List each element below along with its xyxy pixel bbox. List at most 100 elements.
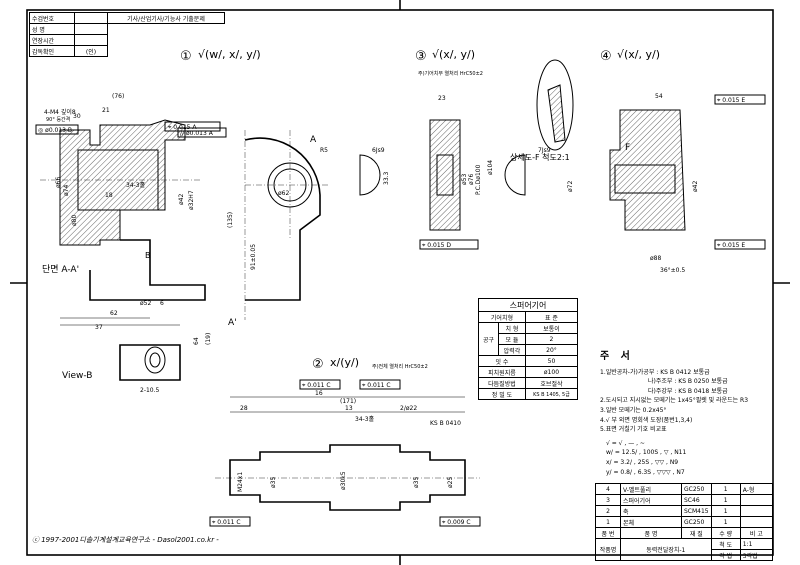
dim-label: ø42 [178, 194, 185, 205]
part4-pulley-view: ④ √(x/, y/) 7Js9 54 ø72 ø42 ø88 36°±0.5 … [504, 48, 766, 274]
dim-label: 23 [438, 95, 446, 102]
dim-label: 6 [160, 300, 164, 307]
part-no: 3 [595, 494, 621, 506]
dim-label: 37 [95, 324, 103, 331]
header-label: 성 명 [29, 23, 75, 35]
method-value: 3각법 [739, 549, 774, 561]
gear-value: 보통이 [524, 322, 579, 334]
dim-label: ø35 [413, 477, 420, 488]
header-value [74, 23, 108, 35]
method-label: 각 법 [710, 549, 741, 561]
part3-number: ③ [415, 49, 427, 64]
tolerance-frame: ◎ ø0.013 B [38, 127, 72, 134]
part-qty: 1 [710, 494, 741, 506]
part3-gear-view: ③ √(x/, y/) 주)기어치부 열처리 HrC50±2 6Js9 33.3… [359, 48, 494, 250]
dim-label: 6Js9 [372, 147, 385, 154]
header-name: 품 명 [620, 527, 682, 539]
dim-label: ø53 [461, 174, 468, 185]
dim-label: ø35 [270, 477, 277, 488]
dim-label: M24x1 [237, 472, 244, 492]
part-name: V-벨트풀리 [620, 483, 682, 495]
dim-label: KS B 0410 [430, 420, 461, 427]
part-remark [739, 494, 774, 506]
dim-label: 2-10.5 [140, 387, 160, 394]
part3-roughness: √(x/, y/) [432, 48, 475, 61]
scale-value: 1:1 [739, 538, 774, 550]
part2-roughness: x/(y/) [330, 356, 359, 369]
dim-label: 91±0.05 [250, 244, 257, 270]
header-material: 재 질 [681, 527, 712, 539]
section-aa-label: 단면 A-A' [42, 264, 79, 275]
header-label: 감독확인 [29, 45, 75, 57]
part2-note: 주)전체 열처리 HrC50±2 [372, 363, 428, 370]
dim-label: 16 [315, 390, 323, 397]
header-value: (인) [74, 45, 108, 57]
dim-label: 62 [110, 310, 118, 317]
part2-number: ② [312, 357, 324, 372]
dim-label: ø88 [650, 255, 661, 262]
dim-label: ø72 [567, 181, 574, 192]
view-b: View-B 64 (19) 2-10.5 [62, 333, 212, 394]
gear-value: 50 [524, 355, 579, 367]
dim-label: 2/ø22 [400, 405, 417, 412]
part-no: 1 [595, 516, 621, 528]
gear-table-header: 표 준 [524, 311, 579, 323]
dim-label: (19) [205, 333, 212, 345]
dim-label: 54 [655, 93, 663, 100]
dim-label: ø76 [468, 174, 475, 185]
dim-label: (171) [340, 398, 356, 405]
notes-section: 주 서 1.일반공차-가)가공부 : KS B 0412 보통급 나)주조부 :… [600, 352, 748, 477]
gear-label: 잇 수 [478, 355, 526, 367]
view-b-arrow-label: B [145, 251, 151, 260]
tolerance-frame: ⌖ 0.011 C [362, 382, 391, 389]
part1-section-view: ① √(w/, x/, y/) 단면 A-A' 18 34-3홀 ø42 ø32… [35, 48, 261, 331]
part-name: 본체 [620, 516, 682, 528]
gear-value: 2 [524, 333, 579, 345]
roughness-legend: w/ = 12.5/ , 100S , ▽ , N11 [606, 449, 687, 457]
dim-label: ø62 [278, 190, 289, 197]
gear-value: 20° [524, 344, 579, 356]
roughness-legend: √ = √ , — , ~ [606, 439, 645, 447]
detail-f-view: 상세도-F 척도2:1 [510, 59, 574, 162]
dim-label: ø66 [55, 177, 62, 188]
gear-table-title: 스퍼어기어 [478, 298, 578, 312]
dim-label: 64 [193, 337, 200, 345]
roughness-legend: x/ = 3.2/ , 25S , ▽▽ , N9 [606, 458, 679, 466]
dim-label: ø104 [487, 160, 494, 175]
tolerance-frame: ⌖ 0.015 E [717, 242, 745, 249]
gear-label: 모 듈 [498, 333, 526, 345]
part1-number: ① [180, 49, 192, 64]
dim-label: 33.3 [383, 171, 390, 185]
dim-label: ø74 [63, 185, 70, 196]
dim-label: 4-M4 깊이8 [44, 108, 76, 116]
part-material: GC250 [681, 516, 712, 528]
dim-label: ø30k5 [340, 471, 347, 490]
header-no: 품 번 [595, 527, 621, 539]
part4-roughness: √(x/, y/) [617, 48, 660, 61]
dim-label: 7Js9 [538, 147, 551, 154]
gear-label: 다듬질방법 [478, 377, 526, 389]
dim-label: 34-3홀 [126, 181, 146, 189]
part-no: 2 [595, 505, 621, 517]
tolerance-frame: ⌖ 0.009 C [442, 519, 471, 526]
part1-roughness: √(w/, x/, y/) [198, 48, 261, 61]
dim-label: 13 [345, 405, 353, 412]
dim-label: 90° 등간격 [46, 116, 70, 123]
dim-label: R5 [320, 147, 328, 154]
header-remark: 비 고 [739, 527, 774, 539]
note-item: 2.도시되고 지시없는 모떼기는 1x45°필렛 및 라운드는 R3 [600, 397, 749, 405]
gear-table-header: 기어치형 [478, 311, 526, 323]
gear-value: ø100 [524, 366, 579, 378]
gear-value: KS B 1405, 5급 [524, 388, 579, 400]
gear-label: 압력각 [498, 344, 526, 356]
part4-number: ④ [600, 49, 612, 64]
header-value [74, 34, 108, 46]
copyright-text: ⓒ 1997-2001디솔기계설계교육연구소 - Dasol2001.co.kr… [32, 536, 219, 544]
part1-front-view: A A' (135) 91±0.05 R5 ø62 [227, 130, 330, 328]
gear-table-group: 공구 [477, 322, 500, 356]
